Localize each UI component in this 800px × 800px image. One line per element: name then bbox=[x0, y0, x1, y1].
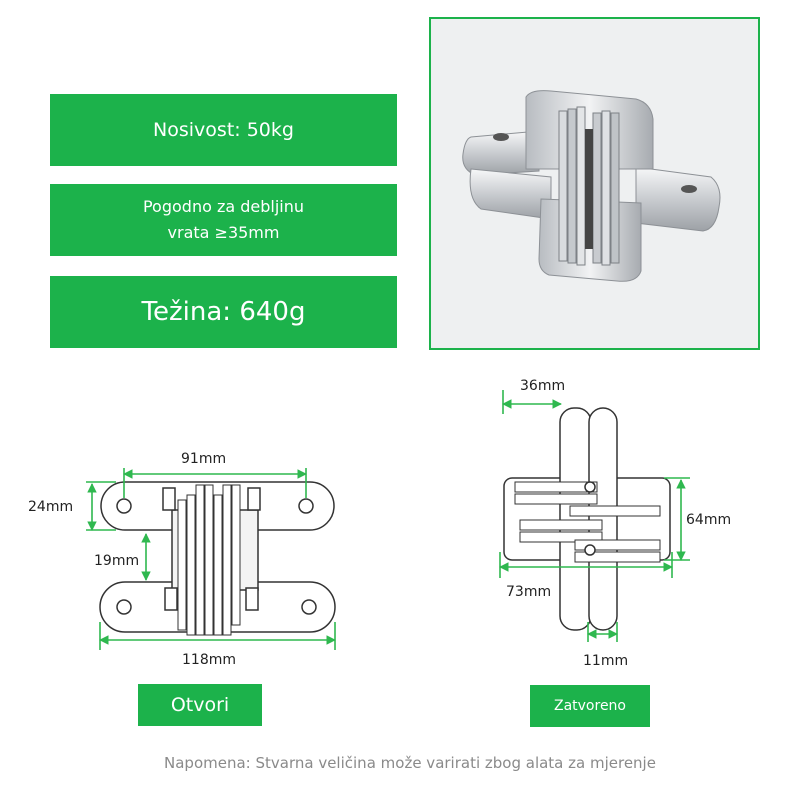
spec-door-thickness-text: Pogodno za debljinu vrata ≥35mm bbox=[142, 197, 305, 242]
dim-open-hole-width: 91mm bbox=[181, 451, 226, 467]
closed-dimension-lines bbox=[499, 390, 690, 642]
closed-state-button[interactable]: Zatvoreno bbox=[530, 685, 650, 727]
hinge-photo-illustration bbox=[462, 90, 721, 282]
dimension-diagrams: 91mm 24mm 19mm 118mm 36mm 64mm 73 bbox=[28, 378, 731, 669]
spec-weight: Težina: 640g bbox=[50, 276, 397, 348]
dim-closed-width: 36mm bbox=[520, 378, 565, 394]
measurement-footnote: Napomena: Stvarna veličina može varirati… bbox=[164, 754, 656, 772]
open-state-label: Otvori bbox=[170, 694, 230, 716]
open-hinge-drawing bbox=[99, 481, 336, 636]
spec-door-thickness: Pogodno za debljinu vrata ≥35mm bbox=[50, 184, 397, 256]
dim-open-total-width: 118mm bbox=[182, 652, 236, 668]
dim-closed-thickness: 11mm bbox=[583, 653, 628, 669]
spec-weight-text: Težina: 640g bbox=[141, 297, 306, 327]
open-state-button[interactable]: Otvori bbox=[138, 684, 262, 726]
closed-state-label: Zatvoreno bbox=[553, 698, 626, 714]
product-photo bbox=[429, 17, 760, 350]
open-dimension-lines bbox=[86, 468, 336, 650]
dim-open-height: 24mm bbox=[28, 499, 73, 515]
closed-hinge-drawing bbox=[503, 407, 671, 631]
dim-closed-height: 64mm bbox=[686, 512, 731, 528]
spec-load-capacity-text: Nosivost: 50kg bbox=[153, 119, 294, 141]
dim-open-gap: 19mm bbox=[94, 553, 139, 569]
spec-load-capacity: Nosivost: 50kg bbox=[50, 94, 397, 166]
dim-closed-length: 73mm bbox=[506, 584, 551, 600]
